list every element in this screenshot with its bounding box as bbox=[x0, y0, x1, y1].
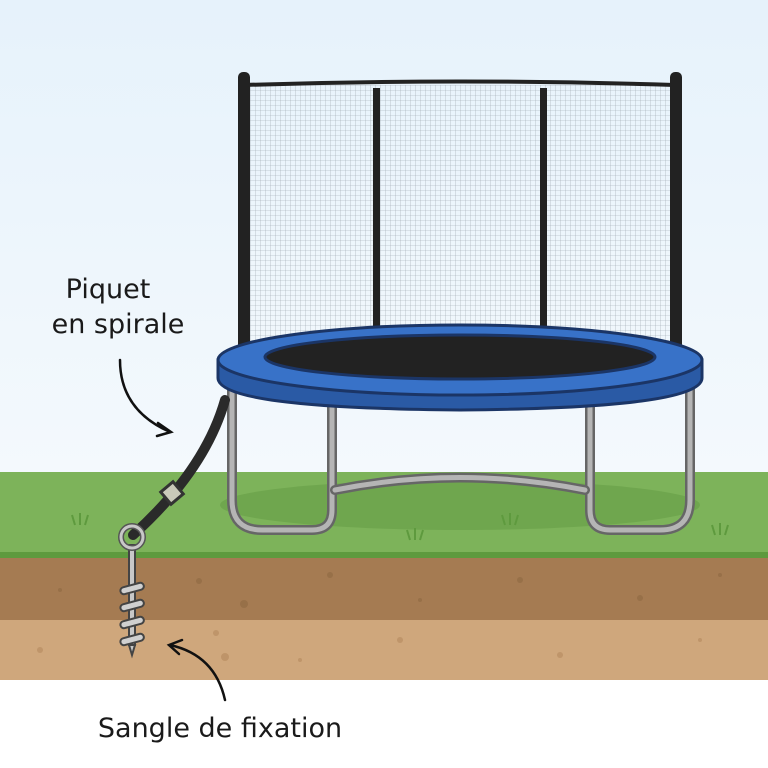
net-pole bbox=[670, 72, 682, 362]
net-pole bbox=[540, 88, 547, 348]
grass-shadow bbox=[220, 480, 700, 530]
grass-tufts bbox=[71, 513, 729, 541]
soil-bottom-layer bbox=[0, 620, 768, 680]
strap-buckle bbox=[158, 479, 186, 507]
label-strap: Sangle de fixation bbox=[98, 713, 342, 744]
net-pole bbox=[373, 88, 380, 348]
spiral-stake bbox=[118, 523, 146, 659]
label-stake-line2: en spirale bbox=[52, 309, 185, 340]
trampoline-frame bbox=[216, 323, 704, 412]
jumping-mat bbox=[263, 333, 657, 381]
arrow-icon bbox=[166, 638, 227, 702]
net-pole bbox=[238, 72, 250, 362]
anchor-strap bbox=[128, 395, 230, 540]
soil-top-layer bbox=[0, 558, 768, 620]
label-stake-line1: Piquet bbox=[66, 274, 151, 305]
safety-net bbox=[238, 72, 682, 362]
trampoline-legs bbox=[227, 380, 695, 535]
arrow-icon bbox=[118, 358, 174, 438]
